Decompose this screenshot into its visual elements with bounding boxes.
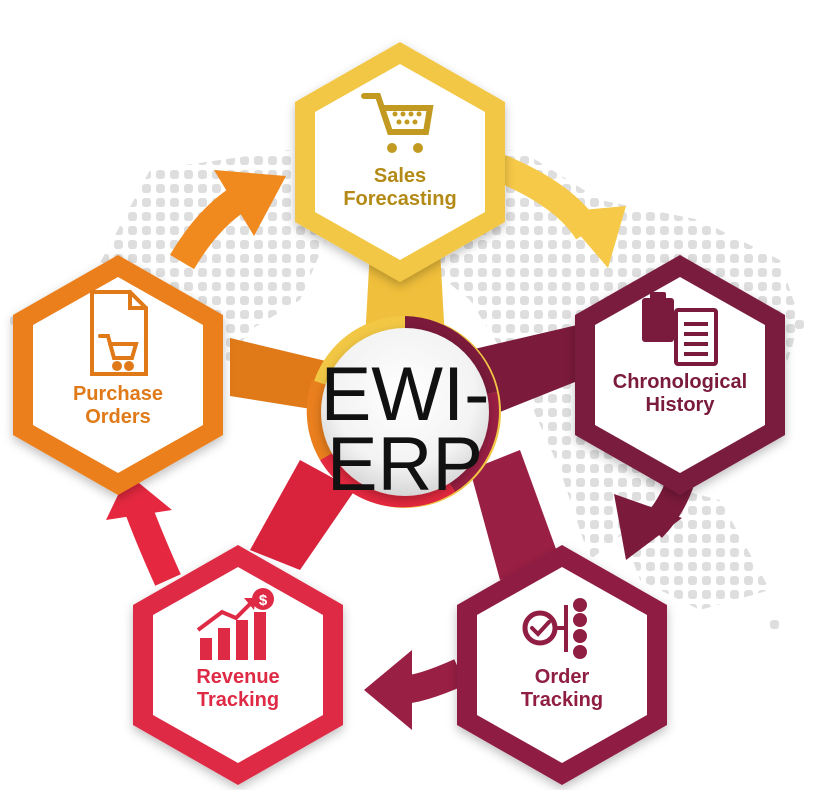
growth-chart-dollar-icon: $ (196, 588, 274, 660)
document-cart-icon (90, 290, 148, 376)
purchase-label-line2: Orders (85, 406, 151, 428)
svg-text:$: $ (259, 592, 268, 609)
checkmark-flow-icon (522, 598, 587, 659)
arrow-head-icon (214, 170, 286, 236)
history-label-line1: Chronological (613, 371, 747, 393)
clipboard-document-icon (642, 292, 718, 366)
sales-label-line1: Sales (374, 165, 426, 187)
purchase-label-line1: Purchase (73, 383, 163, 405)
arrow-revenue-to-purchase (124, 503, 181, 586)
center-title-line1: EWI- (321, 352, 490, 437)
center-hub: EWI- ERP (306, 316, 501, 508)
shopping-cart-icon (361, 93, 434, 153)
arrow-head-icon (364, 650, 412, 730)
node-revenue-tracking[interactable]: $ Revenue Tracking (133, 545, 343, 785)
order-label-line1: Order (535, 666, 590, 688)
node-chronological-history[interactable]: Chronological History (575, 255, 785, 495)
arrow-head-icon (560, 206, 626, 268)
node-sales-forecasting[interactable]: Sales Forecasting (295, 42, 505, 282)
center-title-line2: ERP (327, 422, 483, 507)
history-label-line2: History (646, 394, 716, 416)
revenue-label-line2: Tracking (197, 689, 279, 711)
order-label-line2: Tracking (521, 689, 603, 711)
node-purchase-orders[interactable]: Purchase Orders (13, 255, 223, 495)
revenue-label-line1: Revenue (196, 666, 279, 688)
sales-label-line2: Forecasting (343, 188, 456, 210)
arrow-head-icon (614, 494, 682, 560)
node-order-tracking[interactable]: Order Tracking (457, 545, 667, 785)
